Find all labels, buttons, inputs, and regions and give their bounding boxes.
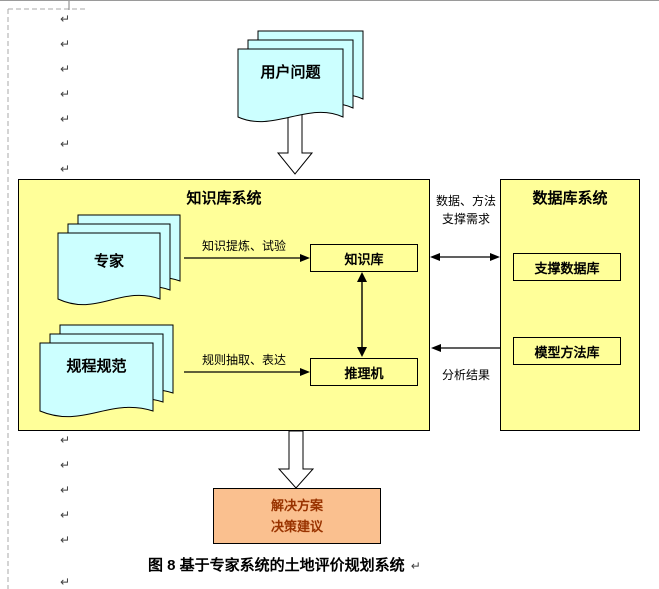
db-system-title: 数据库系统	[532, 190, 608, 207]
kb-inference-double-arrow	[357, 272, 367, 357]
down-block-arrow-top	[276, 107, 314, 175]
analysis-result-label: 分析结果	[441, 368, 490, 382]
paragraph-mark: ↵	[60, 12, 71, 26]
support-database-box: 支撑数据库	[513, 253, 621, 281]
text-boundary-lines	[7, 8, 86, 589]
paragraph-mark: ↵	[60, 483, 71, 497]
experts-label: 专家	[93, 253, 124, 270]
user-problems-label: 用户问题	[260, 64, 321, 81]
solution-line2: 决策建议	[270, 519, 323, 534]
rule-arrow	[184, 368, 310, 376]
experts-stack	[57, 214, 181, 306]
paragraph-mark: ↵	[60, 62, 71, 76]
solution-line1: 解决方案	[270, 498, 323, 513]
demand-double-arrow	[430, 253, 500, 261]
paragraph-mark: ↵	[60, 458, 71, 472]
paragraph-mark: ↵	[60, 575, 71, 589]
demand-label-line2: 支撑需求	[441, 212, 490, 226]
down-block-arrow-bottom	[277, 430, 315, 489]
kb-system-title: 知识库系统	[186, 190, 262, 207]
paragraph-mark: ↵	[60, 508, 71, 522]
paragraph-mark: ↵	[410, 559, 421, 573]
regulations-label: 规程规范	[66, 358, 127, 375]
knowledge-base-box: 知识库	[310, 244, 418, 272]
solution-box: 解决方案 决策建议	[213, 488, 381, 544]
extract-arrow	[184, 254, 310, 262]
paragraph-mark: ↵	[60, 533, 71, 547]
paragraph-mark: ↵	[60, 112, 71, 126]
database-system-region	[500, 179, 640, 431]
paragraph-mark: ↵	[60, 137, 71, 151]
regulations-stack	[39, 324, 174, 418]
paragraph-mark: ↵	[60, 162, 71, 176]
user-problems-stack	[237, 30, 364, 122]
paragraph-mark: ↵	[60, 87, 71, 101]
inference-engine-box: 推理机	[310, 358, 418, 386]
figure-caption: 图 8 基于专家系统的土地评价规划系统	[148, 557, 405, 574]
rule-arrow-label: 规则抽取、表达	[201, 353, 286, 367]
paragraph-mark: ↵	[60, 37, 71, 51]
extract-arrow-label: 知识提炼、试验	[201, 239, 286, 253]
analysis-arrow	[431, 344, 500, 352]
model-library-box: 模型方法库	[513, 337, 621, 365]
paragraph-mark: ↵	[60, 433, 71, 447]
figure-caption-row: 图 8 基于专家系统的土地评价规划系统 ↵	[148, 554, 421, 575]
demand-label-line1: 数据、方法	[435, 194, 496, 208]
